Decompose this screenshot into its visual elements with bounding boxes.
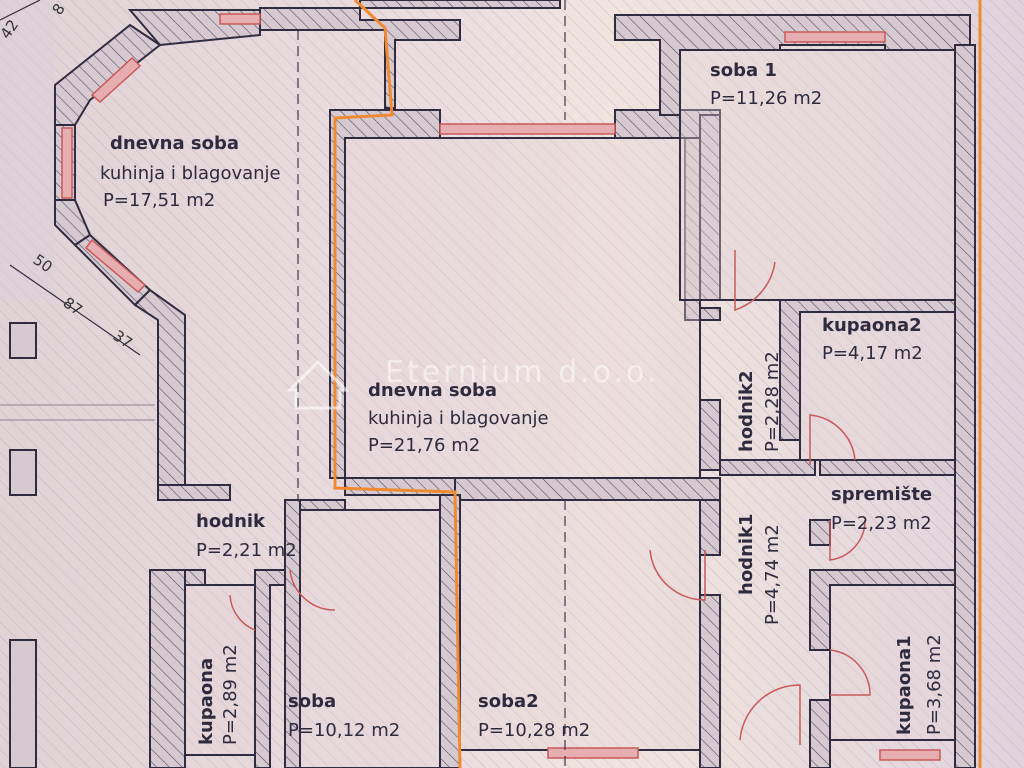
room-area-label: P=17,51 m2 — [103, 190, 215, 211]
column — [9, 322, 37, 359]
room-area — [679, 49, 956, 301]
room-area — [829, 584, 956, 741]
window — [879, 749, 941, 761]
room-interiors — [184, 49, 956, 768]
watermark: Eternium d.o.o. — [286, 355, 659, 410]
room-area-label: P=4,17 m2 — [822, 343, 923, 364]
room-area-label: P=2,89 m2 — [220, 644, 241, 745]
window — [84, 238, 147, 294]
exterior-area — [0, 0, 155, 768]
room-area-label: P=11,26 m2 — [710, 88, 822, 109]
watermark-text: Eternium d.o.o. — [385, 355, 659, 390]
column — [9, 639, 37, 768]
doors — [229, 250, 871, 745]
room-area-label: P=4,74 m2 — [762, 524, 783, 625]
room-area — [799, 311, 956, 461]
room-name: kupaona — [196, 658, 217, 745]
room-subtitle: kuhinja i blagovanje — [100, 163, 281, 184]
dimension-marks — [0, 0, 141, 356]
window — [219, 13, 261, 25]
room-name: kupaona2 — [822, 315, 922, 336]
room-labels: dnevna soba kuhinja i blagovanje P=17,51… — [100, 60, 945, 745]
room-subtitle: kuhinja i blagovanje — [368, 408, 549, 429]
window — [784, 31, 886, 43]
axis-lines — [297, 0, 566, 768]
room-area-label: P=2,23 m2 — [831, 513, 932, 534]
door-swing — [809, 414, 856, 465]
room-name: dnevna soba — [368, 380, 497, 401]
room-area — [299, 509, 441, 768]
house-logo-icon — [286, 359, 350, 410]
room-name: hodnik — [196, 511, 266, 532]
column — [9, 449, 37, 496]
window — [90, 56, 142, 104]
room-area-label: P=2,28 m2 — [762, 351, 783, 452]
door-swing — [829, 649, 871, 696]
room-name: dnevna soba — [110, 133, 239, 154]
room-name: hodnik2 — [736, 370, 757, 452]
room-area-label: P=10,28 m2 — [478, 720, 590, 741]
room-name: hodnik1 — [736, 513, 757, 595]
room-area — [344, 137, 701, 479]
window — [61, 127, 73, 199]
door-swing — [229, 594, 256, 631]
windows — [61, 13, 941, 761]
room-area-label: P=10,12 m2 — [288, 720, 400, 741]
room-area — [184, 584, 256, 756]
room-name: soba2 — [478, 691, 539, 712]
door-swing — [649, 549, 706, 601]
room-name: spremište — [831, 484, 932, 505]
window — [439, 123, 616, 135]
door-swing — [739, 684, 801, 745]
door-swing — [734, 250, 776, 312]
room-area-label: P=2,21 m2 — [196, 540, 297, 561]
unit-boundary — [333, 0, 462, 768]
door-swing — [289, 569, 336, 611]
window — [547, 747, 639, 759]
room-area-label: P=21,76 m2 — [368, 435, 480, 456]
door-swing — [829, 519, 866, 561]
room-area-label: P=3,68 m2 — [924, 634, 945, 735]
room-name: soba 1 — [710, 60, 777, 81]
room-name: soba — [288, 691, 336, 712]
room-name: kupaona1 — [894, 635, 915, 735]
room-area — [459, 499, 701, 751]
